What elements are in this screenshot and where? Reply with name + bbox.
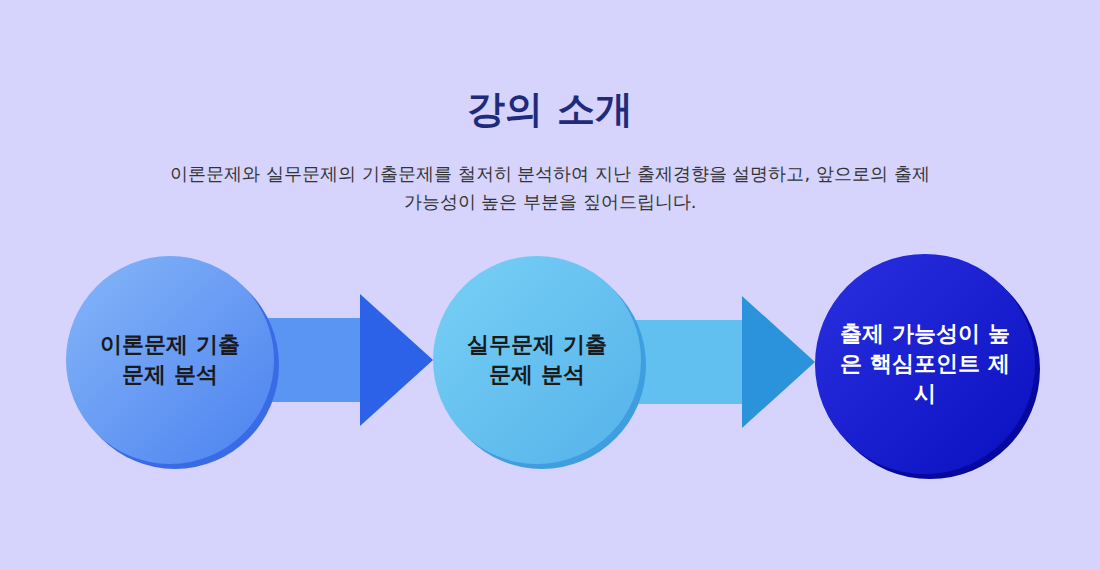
caption: 이론문제와 실무문제의 기출문제를 철저히 분석하여 지난 출제경향을 설명하고…: [170, 160, 930, 216]
title: 강의 소개: [0, 84, 1100, 135]
circle-node: 이론문제 기출문제 분석: [66, 256, 274, 464]
circle-node: 실무문제 기출문제 분석: [433, 256, 641, 464]
block-arrow: [621, 296, 815, 428]
node-label: 실무문제 기출문제 분석: [457, 330, 617, 390]
circle-shape: [433, 256, 641, 464]
block-arrow: [254, 294, 433, 426]
circle-shape: [66, 256, 274, 464]
circle-node: 출제 가능성이 높은 핵심포인트 제시: [815, 254, 1035, 474]
node-label: 출제 가능성이 높은 핵심포인트 제시: [835, 319, 1015, 409]
node-label: 이론문제 기출문제 분석: [90, 330, 250, 390]
